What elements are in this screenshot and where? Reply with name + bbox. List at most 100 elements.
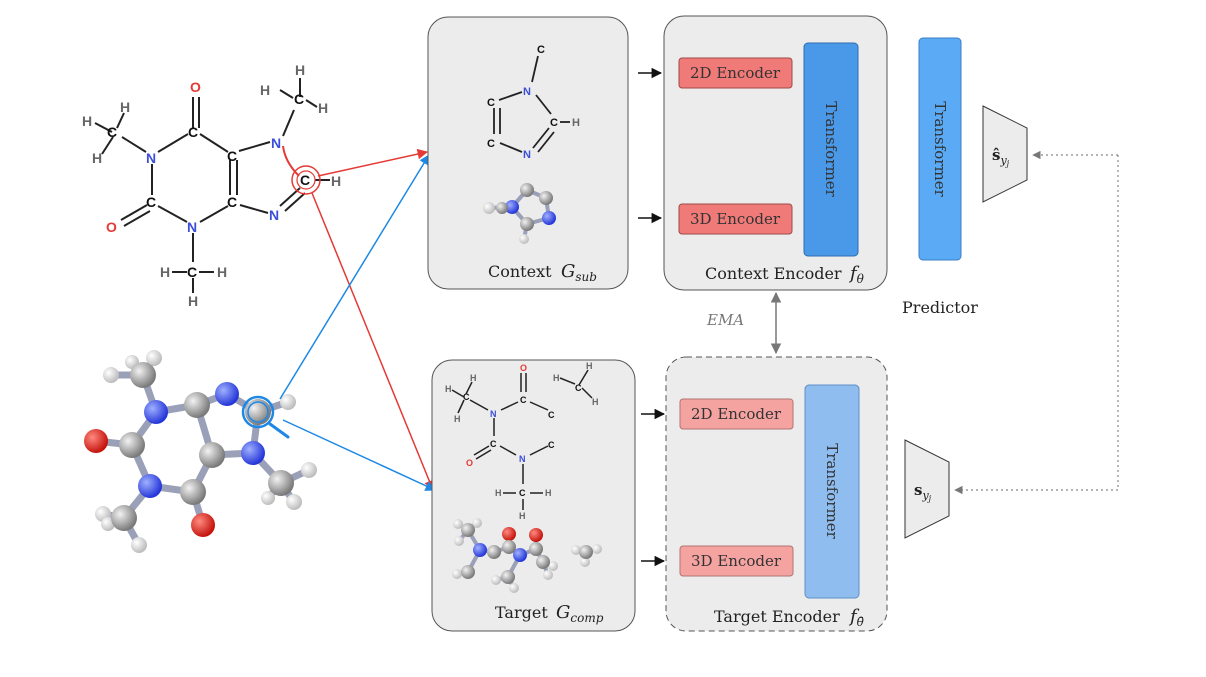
ema-label: EMA [706,311,744,329]
atom-C: C [537,44,545,56]
atom-C: C [294,91,304,107]
caffeine-2d-structure: O C N C N C C O N N C H C H H H C H H H … [82,62,341,309]
red-arrow-to-context [317,148,429,177]
atom-C: C [519,488,526,498]
context-3d-fragment [483,183,556,244]
atom-C: C [490,439,497,449]
atom-C: C [188,124,198,140]
atom-H: H [454,414,461,424]
context-label: Context [488,262,552,281]
target-3d-fragment [452,518,602,593]
atom-N: N [519,454,526,464]
target-emb-subscript: y [921,489,929,502]
target-2d-encoder-label: 2D Encoder [691,405,782,423]
atom-N: N [146,150,156,166]
atom-H: H [545,488,552,498]
atom-C: C [300,172,310,188]
target-3d-encoder [679,545,794,577]
sampling-arrows [279,148,436,491]
atom-C: C [548,410,555,420]
target-encoder-label: Target Encoder [714,607,840,626]
predicted-embedding: ŝyj [982,105,1028,203]
atom-H: H [82,113,92,129]
atom-H: H [572,117,580,129]
predictor-label: Predictor [902,298,978,317]
atom-C: C [520,395,527,405]
context-transformer [803,42,859,257]
atom-C: C [107,124,117,140]
blue-arrow-to-target [282,419,436,491]
context-encoder-subscript: θ [857,272,865,286]
target-embedding: syj [904,439,950,539]
atom-O: O [106,219,117,235]
context-3d-encoder [678,203,793,235]
atom-H: H [92,150,102,166]
pred-symbol: ŝ [992,146,1000,164]
atom-H: H [188,293,198,309]
atom-H: H [519,511,526,521]
atom-O: O [190,79,201,95]
svg-text:ŝyj: ŝyj [992,146,1010,168]
atom-H: H [160,264,170,280]
predictor-transformer [918,37,962,261]
target-encoder-subscript: θ̄ [857,615,865,629]
atom-C: C [227,148,237,164]
atom-C: C [463,392,470,402]
svg-text:Gsub: Gsub [561,261,597,284]
caffeine-3d-structure [84,350,317,553]
target-emb-subsub: j [927,494,932,503]
target-emb-symbol: s [914,481,922,499]
target-transformer-label: Transformer [823,443,841,539]
atom-H: H [586,361,593,371]
target-subgraph-panel: O C N C C H H H C O N C C H H H C H H H [431,359,636,632]
svg-text:Gcomp: Gcomp [556,602,604,625]
target-2d-fragment: O C N C C H H H C O N C C H H H C H H H [445,361,599,521]
atom-C: C [548,440,555,450]
context-2d-fragment: C N C C H C N [487,44,580,161]
target-label: Target [495,603,548,622]
target-subscript: comp [570,611,603,625]
loss-connection [954,150,1119,495]
target-3d-encoder-label: 3D Encoder [691,552,782,570]
atom-H: H [331,173,341,189]
atom-C: C [575,383,582,393]
predictor: Transformer Predictor [902,37,978,317]
atom-N: N [269,207,279,223]
atom-H: H [217,264,227,280]
context-transformer-label: Transformer [822,101,840,197]
context-subscript: sub [575,270,597,284]
context-3d-encoder-label: 3D Encoder [690,210,781,228]
context-encoder: 2D Encoder 3D Encoder Transformer Contex… [663,15,888,291]
atom-N: N [490,409,497,419]
atom-H: H [495,488,502,498]
atom-H: H [120,99,130,115]
atom-H: H [592,397,599,407]
pred-subsub: j [1005,159,1010,168]
atom-O: O [466,458,473,468]
pred-subscript: y [999,154,1007,167]
atom-C: C [550,117,558,129]
atom-H: H [445,384,452,394]
atom-C: C [487,138,495,150]
svg-text:syj: syj [914,481,932,503]
target-2d-encoder [679,398,794,430]
atom-N: N [271,135,281,151]
target-transformer [804,384,860,599]
context-encoder-label: Context Encoder [705,264,842,283]
atom-H: H [553,373,560,383]
atom-C: C [487,97,495,109]
target-encoder: 2D Encoder 3D Encoder Transformer Target… [665,356,888,632]
atom-C: C [227,194,237,210]
context-2d-encoder-label: 2D Encoder [690,64,781,82]
atom-O: O [520,363,527,373]
atom-C: C [187,264,197,280]
atom-H: H [260,82,270,98]
atom-N: N [523,86,531,98]
atom-N: N [187,219,197,235]
atom-H: H [318,100,328,116]
atom-C: C [146,194,156,210]
context-subgraph-panel: C N C C H C N [427,16,629,290]
blue-arrow-to-context [279,154,430,400]
atom-H: H [470,373,477,383]
context-2d-encoder [678,57,793,89]
